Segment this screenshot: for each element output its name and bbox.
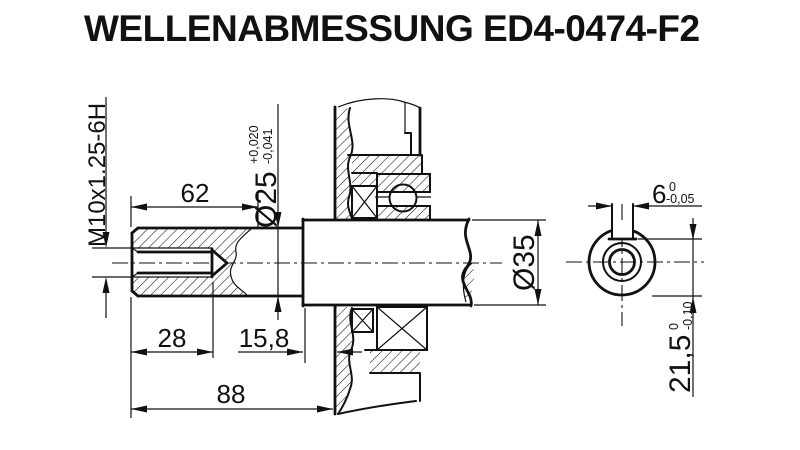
dim-158-label: 15,8 — [239, 323, 290, 353]
dim-6-label: 6 — [652, 179, 666, 209]
tapped-hole-thread — [602, 242, 642, 282]
dim-215-label: 21,5 — [664, 335, 697, 393]
oil-seal-upper — [351, 173, 378, 219]
dim-6-tol-upper: 0 — [669, 180, 676, 194]
dim-28-label: 28 — [158, 323, 187, 353]
dim-62-label: 62 — [181, 178, 210, 208]
keyway-slot — [607, 203, 638, 241]
dim-dia25-tol-lower: -0,041 — [261, 129, 275, 164]
oil-seal-lower — [351, 308, 374, 333]
drawing-title: WELLENABMESSUNG ED4-0474-F2 — [84, 8, 700, 49]
tapped-hole-core — [608, 248, 636, 276]
front-view: 62 M10x1.25-6H Ø25 +0,020 -0,041 28 — [84, 97, 546, 418]
dimensions-end: 6 0 -0,05 21,5 0 -0,10 — [588, 179, 702, 397]
dim-215-tol-upper: 0 — [667, 323, 681, 330]
threaded-end-section — [130, 226, 305, 298]
crankcase-section — [333, 98, 431, 416]
dim-dia25-label: Ø25 — [250, 171, 283, 228]
dimensions-front: 62 M10x1.25-6H Ø25 +0,020 -0,041 28 — [84, 97, 546, 418]
bearing-lower — [376, 306, 428, 351]
ball-bearing — [375, 173, 431, 221]
dim-dia35-label: Ø35 — [508, 234, 541, 291]
dim-215-tol-lower: -0,10 — [681, 301, 695, 330]
dim-dia25-tol-upper: +0,020 — [247, 125, 261, 164]
dim-88-label: 88 — [217, 379, 246, 409]
dim-6-tol-lower: -0,05 — [666, 192, 695, 206]
thread-label: M10x1.25-6H — [84, 103, 111, 247]
end-view: 6 0 -0,05 21,5 0 -0,10 — [566, 179, 704, 397]
